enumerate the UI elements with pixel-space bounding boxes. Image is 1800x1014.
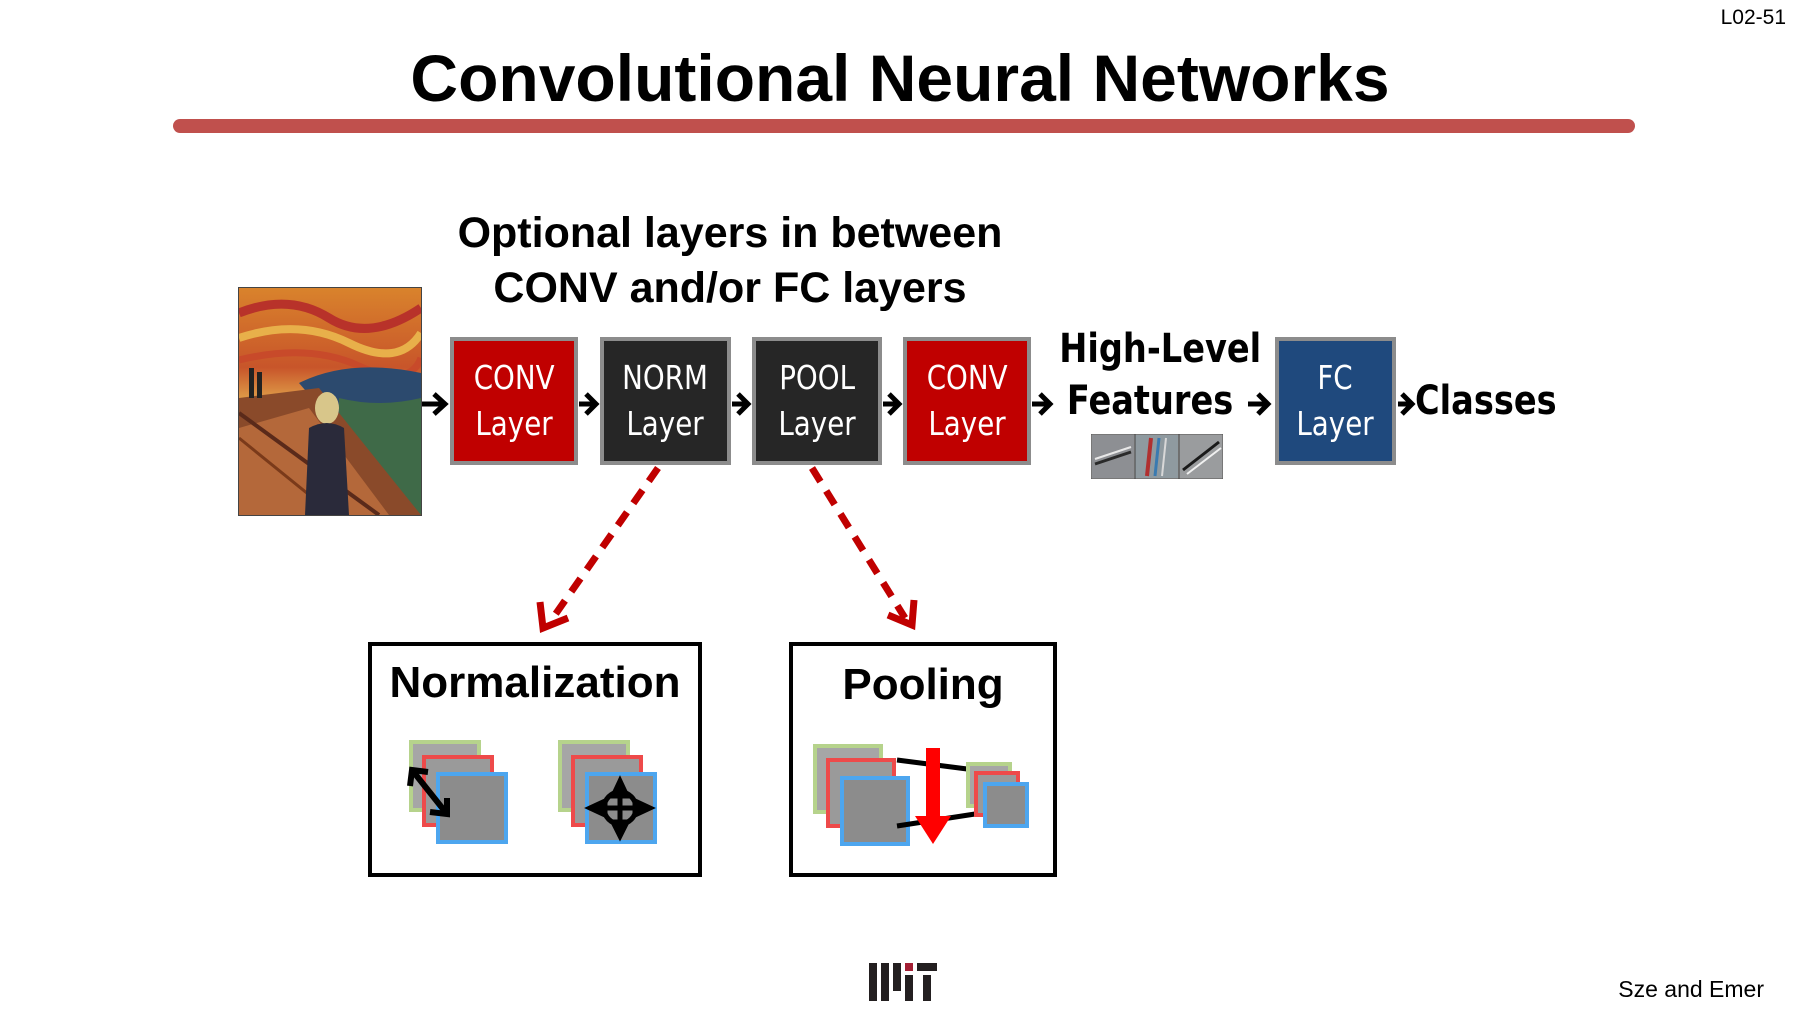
optional-layers-caption: Optional layers in between CONV and/or F… xyxy=(420,206,1040,316)
caption-line-1: Optional layers in between xyxy=(457,209,1003,257)
norm-layer-line2: Layer xyxy=(626,404,705,443)
pooling-panel: Pooling xyxy=(789,642,1057,877)
arrow-conv2-to-features-icon xyxy=(1032,392,1054,416)
classes-text: Classes xyxy=(1415,378,1557,424)
slide-number: L02-51 xyxy=(1720,6,1786,29)
normalization-illustration xyxy=(407,740,657,844)
arrow-norm-to-pool-icon xyxy=(732,392,752,416)
pool-dashed-arrow-icon xyxy=(809,466,908,620)
classes-label: Classes xyxy=(1415,375,1584,427)
within-channel-arrow-icon xyxy=(584,775,656,842)
conv-layer-1-line1: CONV xyxy=(473,358,555,397)
conv-layer-2-line1: CONV xyxy=(926,358,1008,397)
slide-title: Convolutional Neural Networks xyxy=(410,41,1390,115)
feature-thumbnails xyxy=(1090,433,1224,480)
norm-layer-line1: NORM xyxy=(622,358,709,397)
normalization-title: Normalization xyxy=(389,658,681,707)
pool-layer-line1: POOL xyxy=(779,358,855,397)
fc-layer-line2: Layer xyxy=(1296,404,1375,443)
norm-dashed-arrow-icon xyxy=(547,465,661,625)
pooling-title: Pooling xyxy=(842,660,1004,709)
fc-layer: FC Layer xyxy=(1275,337,1396,465)
cross-channel-arrow-icon xyxy=(407,766,450,818)
author-credit: Sze and Emer xyxy=(1618,976,1764,1002)
high-level-features-label: High-Level Features xyxy=(1040,323,1262,427)
arrow-pool-to-conv2-icon xyxy=(883,392,903,416)
features-line-1: High-Level xyxy=(1059,326,1262,372)
conv-layer-2-line2: Layer xyxy=(928,404,1006,443)
input-image xyxy=(238,287,422,516)
downsample-arrow-icon xyxy=(915,748,951,844)
arrow-fc-to-classes-icon xyxy=(1398,392,1416,416)
fc-layer-line1: FC xyxy=(1317,358,1354,397)
arrow-features-to-fc-icon xyxy=(1248,392,1272,416)
conv-layer-1-line2: Layer xyxy=(475,404,553,443)
arrow-conv1-to-norm-icon xyxy=(579,392,600,416)
norm-layer: NORM Layer xyxy=(600,337,731,465)
conv-layer-1: CONV Layer xyxy=(450,337,578,465)
pooling-illustration xyxy=(813,744,1029,846)
norm-arrowhead-icon xyxy=(536,601,570,633)
pool-layer-line2: Layer xyxy=(778,404,856,443)
features-line-2: Features xyxy=(1066,378,1234,424)
pool-arrowhead-icon xyxy=(886,599,918,631)
arrow-image-to-conv1-icon xyxy=(422,392,449,416)
title-underline xyxy=(173,119,1635,133)
pool-layer: POOL Layer xyxy=(752,337,882,465)
caption-line-2: CONV and/or FC layers xyxy=(493,264,967,312)
conv-layer-2: CONV Layer xyxy=(903,337,1031,465)
normalization-panel: Normalization xyxy=(368,642,702,877)
mit-logo xyxy=(869,963,937,1006)
